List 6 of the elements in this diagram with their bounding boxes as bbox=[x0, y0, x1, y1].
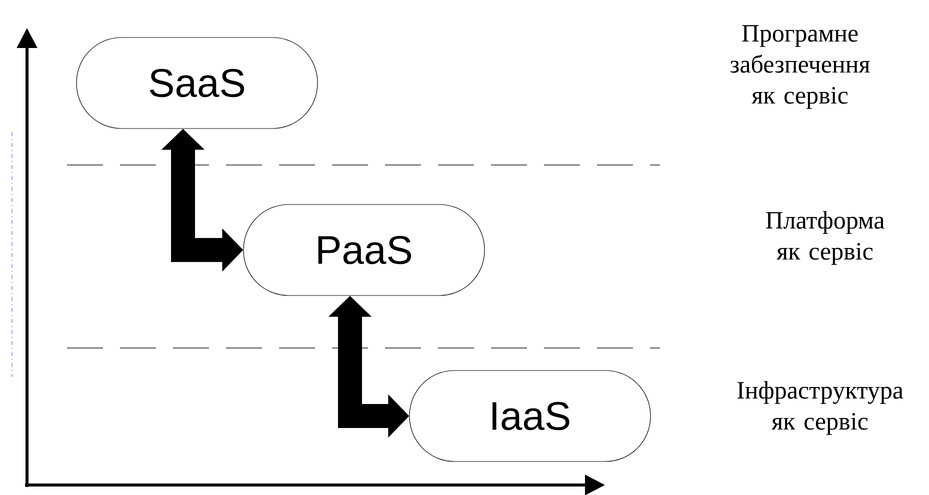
rounded-box: SaaS bbox=[76, 37, 318, 129]
rounded-box: PaaS bbox=[243, 204, 485, 296]
rounded-box: IaaS bbox=[409, 370, 651, 462]
layer-label: Програмне забезпечення як сервіс bbox=[730, 25, 870, 109]
layer-label: Платформа як сервіс bbox=[766, 211, 884, 265]
layer-label: Інфраструктура як сервіс bbox=[737, 381, 904, 435]
